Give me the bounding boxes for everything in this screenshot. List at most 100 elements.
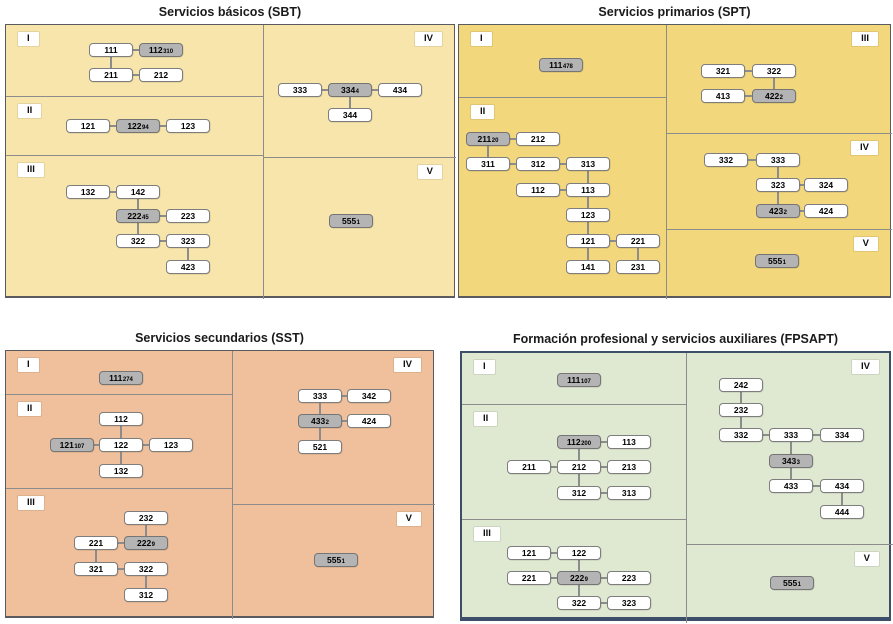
- node-subscript: 2: [783, 210, 788, 216]
- node-label: 112: [114, 414, 128, 424]
- edge-sbt-222-322: [137, 223, 139, 234]
- node-fpsapt-434: 434: [820, 479, 864, 493]
- node-sst-112: 112: [99, 412, 143, 426]
- edge-fpsapt-211-212: [551, 466, 557, 468]
- node-label: 123: [580, 210, 596, 220]
- node-fpsapt-332: 332: [719, 428, 763, 442]
- edge-sbt-122-123: [160, 125, 166, 127]
- node-label: 555: [341, 216, 357, 226]
- node-sbt-344: 344: [328, 108, 372, 122]
- node-sst-123: 123: [149, 438, 193, 452]
- node-label: 221: [521, 573, 537, 583]
- node-label: 433: [310, 416, 326, 426]
- node-label: 122: [113, 440, 129, 450]
- edge-fpsapt-112-113: [601, 441, 607, 443]
- node-label: 322: [571, 598, 587, 608]
- node-label: 444: [834, 507, 850, 517]
- edge-sbt-322-323: [160, 240, 166, 242]
- node-fpsapt-334: 334: [820, 428, 864, 442]
- node-label: 342: [361, 391, 377, 401]
- node-subscript: 4: [355, 89, 360, 95]
- node-label: 555: [326, 555, 342, 565]
- node-label: 212: [530, 134, 546, 144]
- edge-fpsapt-332-333: [763, 434, 769, 436]
- edge-sbt-111-112: [133, 49, 139, 51]
- node-subscript: 1: [356, 220, 361, 226]
- node-fpsapt-212: 212: [557, 460, 601, 474]
- node-spt-324: 324: [804, 178, 848, 192]
- edge-fpsapt-322-323: [601, 602, 607, 604]
- region-fpsapt-v: V: [687, 545, 893, 623]
- node-label: 555: [782, 578, 798, 588]
- node-label: 113: [622, 437, 636, 447]
- node-sst-122: 122: [99, 438, 143, 452]
- node-subscript: 3: [796, 460, 801, 466]
- node-label: 323: [770, 180, 786, 190]
- node-label: 333: [312, 391, 328, 401]
- edge-sst-112-122: [120, 426, 122, 438]
- node-fpsapt-333: 333: [769, 428, 813, 442]
- node-fpsapt-223: 223: [607, 571, 651, 585]
- edge-fpsapt-312-313: [601, 492, 607, 494]
- edge-sbt-132-142: [110, 191, 116, 193]
- node-spt-312: 312: [516, 157, 560, 171]
- node-fpsapt-242: 242: [719, 378, 763, 392]
- node-fpsapt-113: 113: [607, 435, 651, 449]
- region-sst-iii: III: [6, 489, 233, 619]
- node-sst-322: 322: [124, 562, 168, 576]
- node-label: 343: [781, 456, 797, 466]
- node-sst-321: 321: [74, 562, 118, 576]
- edge-spt-313-113: [587, 171, 589, 183]
- node-label: 413: [715, 91, 731, 101]
- edge-spt-113-123: [587, 197, 589, 208]
- region-fpsapt-iii: III: [462, 520, 687, 623]
- node-spt-141: 141: [566, 260, 610, 274]
- node-label: 123: [163, 440, 179, 450]
- region-label-fpsapt-ii: II: [474, 412, 498, 426]
- region-label-spt-ii: II: [471, 105, 495, 119]
- node-subscript: 1: [782, 260, 787, 266]
- node-label: 111: [567, 375, 581, 385]
- node-label: 521: [312, 442, 328, 452]
- node-sst-424: 424: [347, 414, 391, 428]
- node-sbt-142: 142: [116, 185, 160, 199]
- node-label: 212: [153, 70, 169, 80]
- node-label: 334: [834, 430, 850, 440]
- region-label-sst-v: V: [396, 512, 421, 526]
- edge-sbt-222-223: [160, 215, 166, 217]
- node-fpsapt-433: 433: [769, 479, 813, 493]
- node-spt-332: 332: [704, 153, 748, 167]
- node-spt-333: 333: [756, 153, 800, 167]
- region-label-fpsapt-iii: III: [474, 527, 500, 541]
- panel-title-fpsapt: Formación profesional y servicios auxili…: [512, 332, 839, 346]
- node-spt-112: 112: [516, 183, 560, 197]
- node-label: 132: [80, 187, 96, 197]
- edge-sbt-334-434: [372, 89, 378, 91]
- edge-fpsapt-333-343: [790, 442, 792, 454]
- node-fpsapt-444: 444: [820, 505, 864, 519]
- node-label: 113: [581, 185, 595, 195]
- edge-spt-211-212: [510, 138, 516, 140]
- node-label: 121: [521, 548, 537, 558]
- node-subscript: 478: [562, 64, 573, 70]
- region-label-spt-iv: IV: [851, 141, 878, 155]
- node-label: 324: [818, 180, 834, 190]
- node-sst-521: 521: [298, 440, 342, 454]
- node-sbt-212: 212: [139, 68, 183, 82]
- region-spt-v: V: [667, 230, 892, 299]
- node-fpsapt-121: 121: [507, 546, 551, 560]
- region-spt-i: I: [459, 25, 667, 98]
- node-label: 422: [764, 91, 780, 101]
- node-label: 112: [566, 437, 581, 447]
- node-fpsapt-322: 322: [557, 596, 601, 610]
